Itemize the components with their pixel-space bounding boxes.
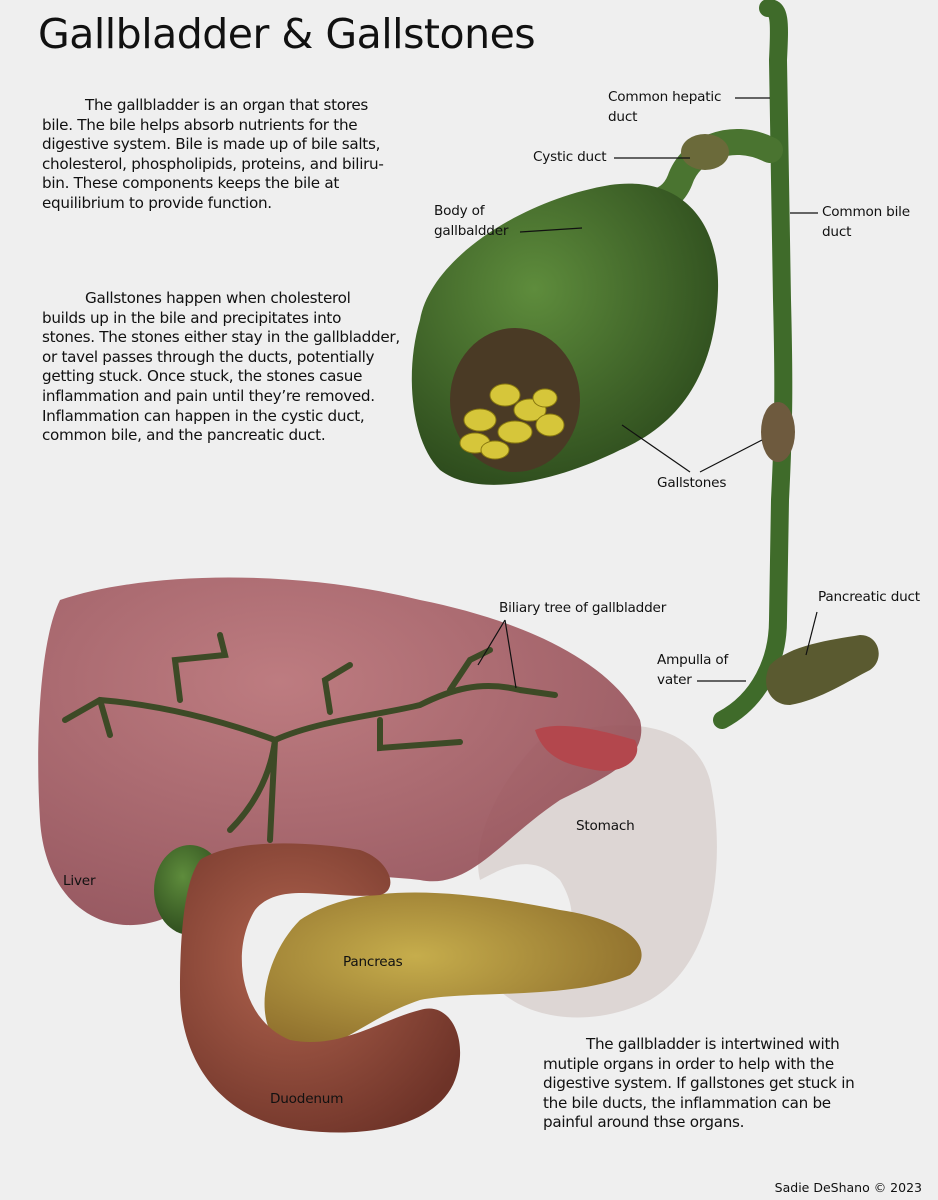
label-line: Cystic duct — [533, 149, 607, 165]
label-common-hepatic-duct: Common hepatic duct — [608, 88, 721, 127]
author-credit: Sadie DeShano © 2023 — [774, 1180, 922, 1195]
ampulla-of-vater — [766, 635, 879, 705]
label-line: Common bile — [822, 204, 910, 220]
label-line: gallbaldder — [434, 222, 509, 239]
text-line: stones. The stones either stay in the ga… — [42, 328, 400, 347]
liver-shape — [38, 577, 642, 926]
label-line: Stomach — [576, 818, 635, 834]
text-line: common bile, and the pancreatic duct. — [42, 426, 326, 445]
label-pancreatic-duct: Pancreatic duct — [818, 588, 920, 608]
text-line: the bile ducts, the inflammation can be — [543, 1093, 831, 1112]
intro-paragraph: The gallbladder is an organ that stores … — [42, 96, 384, 214]
gallstones-cluster — [459, 383, 565, 460]
text-line: bin. These components keeps the bile at — [42, 174, 340, 193]
text-line: Inflammation can happen in the cystic du… — [42, 406, 365, 425]
text-line: mutiple organs in order to help with the — [543, 1054, 834, 1073]
text-line: The gallbladder is intertwined with — [586, 1035, 840, 1053]
label-line: Pancreas — [343, 954, 403, 970]
text-line: bile. The bile helps absorb nutrients fo… — [42, 115, 358, 134]
text-line: builds up in the bile and precipitates i… — [42, 308, 342, 327]
duodenum-shape — [180, 843, 461, 1133]
label-line: Liver — [63, 873, 96, 889]
label-line: duct — [608, 108, 638, 125]
text-line: equilibrium to provide function. — [42, 193, 272, 212]
label-duodenum: Duodenum — [270, 1090, 343, 1110]
text-line: inflammation and pain until they’re remo… — [42, 386, 375, 405]
label-cystic-duct: Cystic duct — [533, 148, 607, 168]
label-line: duct — [822, 223, 852, 240]
label-stomach: Stomach — [576, 817, 635, 837]
text-line: or tavel passes through the ducts, poten… — [42, 347, 375, 366]
common-duct-tube — [713, 0, 793, 729]
leader-lines — [477, 97, 818, 689]
label-gallstones: Gallstones — [657, 474, 726, 494]
gallstones-paragraph: Gallstones happen when cholesterol build… — [42, 289, 400, 446]
text-line: painful around thse organs. — [543, 1113, 745, 1132]
organ-assembly — [38, 577, 717, 1133]
stomach-pylorus — [535, 725, 638, 771]
label-line: Duodenum — [270, 1091, 344, 1107]
cystic-duct-bulge — [681, 134, 729, 170]
label-liver: Liver — [63, 872, 96, 892]
gallbladder-duct-system — [411, 0, 879, 729]
label-common-bile-duct: Common bile duct — [822, 203, 910, 242]
label-line: Body of — [434, 203, 485, 219]
organs-paragraph: The gallbladder is intertwined with muti… — [543, 1035, 855, 1133]
text-line: digestive system. Bile is made up of bil… — [42, 135, 381, 154]
text-line: Gallstones happen when cholesterol — [85, 289, 351, 307]
text-line: cholesterol, phospholipids, proteins, an… — [42, 154, 384, 173]
text-line: The gallbladder is an organ that stores — [85, 96, 369, 114]
label-line: vater — [657, 671, 692, 688]
label-body-of-gallbladder: Body of gallbaldder — [434, 202, 508, 241]
duct-gallstone-bulge — [761, 402, 795, 462]
label-ampulla-of-vater: Ampulla of vater — [657, 651, 728, 690]
text-line: digestive system. If gallstones get stuc… — [543, 1074, 855, 1093]
label-biliary-tree: Biliary tree of gallbladder — [499, 599, 666, 619]
label-line: Ampulla of — [657, 652, 729, 668]
label-line: Common hepatic — [608, 89, 722, 105]
label-line: Gallstones — [657, 475, 727, 491]
biliary-tree-branches — [62, 632, 558, 843]
page-title: Gallbladder & Gallstones — [38, 10, 536, 58]
pancreas-shape — [264, 892, 642, 1052]
text-line: getting stuck. Once stuck, the stones ca… — [42, 367, 363, 386]
label-line: Biliary tree of gallbladder — [499, 600, 667, 616]
label-pancreas: Pancreas — [343, 953, 403, 973]
label-line: Pancreatic duct — [818, 589, 920, 605]
